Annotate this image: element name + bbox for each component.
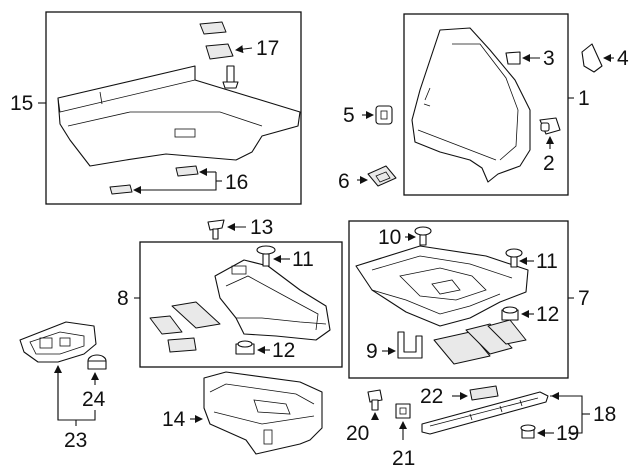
callout-3: 3: [543, 47, 555, 70]
callout-10: 10: [378, 226, 401, 249]
callout-15: 15: [10, 92, 33, 115]
box-part-14: [203, 371, 323, 455]
group-box-7: [348, 220, 569, 379]
nut-part-12b: [501, 306, 519, 321]
callout-11a: 11: [292, 248, 314, 271]
callout-5: 5: [343, 104, 355, 127]
group-box-8: [139, 241, 343, 368]
plug-part-24: [87, 354, 107, 370]
callout-22: 22: [420, 385, 443, 408]
callout-19: 19: [556, 422, 579, 445]
clip-part-21: [395, 403, 411, 419]
nut-part-12a: [235, 340, 255, 355]
callout-17: 17: [256, 37, 279, 60]
side-trim-part-1: [411, 27, 531, 183]
cap-part-4: [581, 43, 603, 73]
callout-11b: 11: [536, 250, 558, 273]
group-box-1: [403, 13, 569, 196]
leader-17: [235, 45, 253, 54]
mat-pieces-8: [149, 301, 221, 353]
mat-pieces-7: [433, 319, 527, 365]
callout-14: 14: [162, 408, 186, 431]
clip-part-11a: [256, 245, 276, 267]
clip-part-17: [199, 21, 239, 89]
callout-9: 9: [366, 340, 378, 363]
tray-part-7: [355, 245, 529, 327]
callout-4: 4: [617, 47, 629, 70]
tray-part-8: [214, 259, 331, 341]
clip-part-11b: [505, 248, 523, 268]
callout-21: 21: [392, 447, 415, 470]
callout-24: 24: [82, 388, 106, 411]
callout-1: 1: [578, 87, 590, 110]
grommet-part-5: [375, 105, 393, 125]
callout-16: 16: [225, 171, 248, 194]
cover-part-22: [469, 385, 499, 401]
callout-8: 8: [117, 287, 129, 310]
deck-board-part-15: [57, 65, 301, 167]
pad-part-6: [367, 165, 397, 187]
bolt-part-20: [367, 389, 383, 411]
callout-18: 18: [593, 403, 616, 426]
bracket-part-9: [397, 331, 423, 359]
sill-plate-part-18: [421, 391, 549, 435]
fastener-part-2: [539, 117, 561, 135]
group-box-15: [45, 11, 302, 205]
clip-part-3: [505, 51, 521, 65]
callout-23: 23: [64, 429, 87, 452]
clip-part-13: [207, 219, 225, 240]
callout-2: 2: [543, 152, 555, 175]
clip-part-10: [414, 226, 432, 246]
cover-part-23: [19, 321, 97, 363]
callout-20: 20: [346, 422, 369, 445]
callout-12b: 12: [536, 303, 559, 326]
leader-16: [133, 172, 217, 194]
callout-7: 7: [578, 287, 590, 310]
callout-6: 6: [338, 170, 350, 193]
pad-part-16: [109, 165, 199, 195]
callout-13: 13: [250, 216, 273, 239]
callout-12a: 12: [272, 339, 295, 362]
clip-part-19: [520, 424, 536, 439]
